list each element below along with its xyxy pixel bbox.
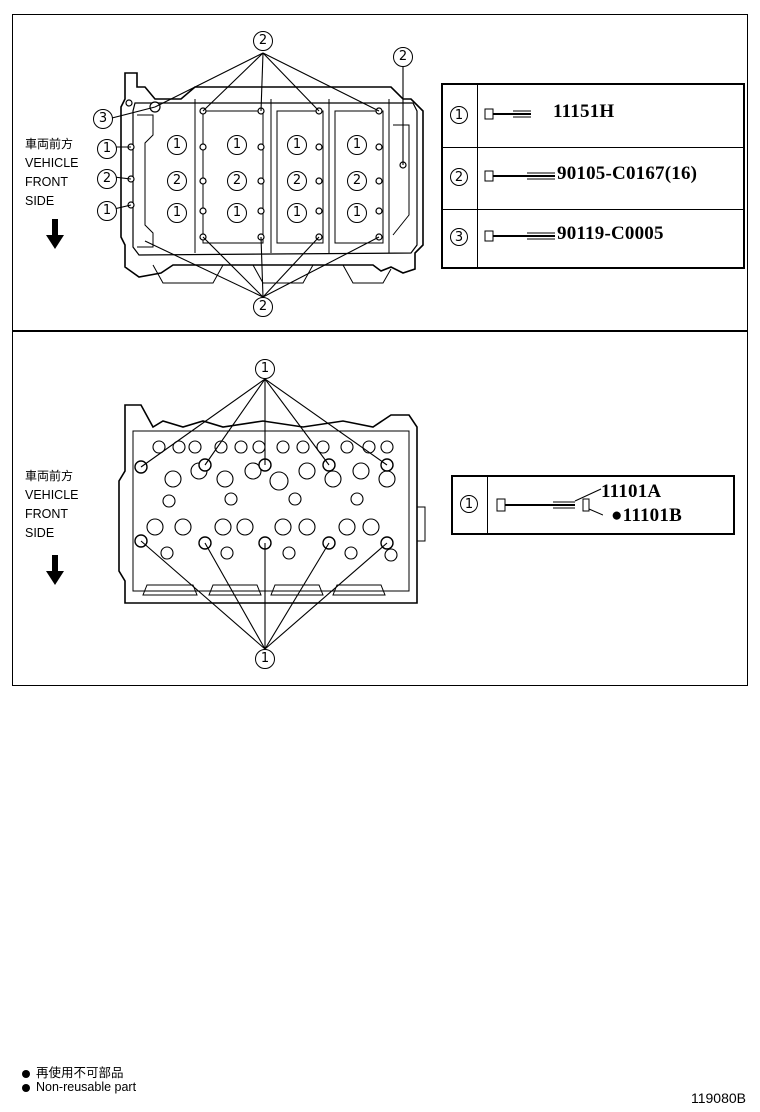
parts-row[interactable]: 1 11151H bbox=[443, 85, 743, 148]
callout-1: 1 bbox=[287, 135, 307, 155]
vehicle-front-side-label: 車両前方 VEHICLE FRONT SIDE bbox=[25, 135, 79, 211]
part-number[interactable]: 11101A bbox=[601, 481, 662, 502]
parts-row[interactable]: 2 90105-C0167(16) bbox=[443, 147, 743, 210]
callout-1-top: 1 bbox=[255, 359, 275, 379]
bolt-icon bbox=[484, 230, 555, 242]
bullet-icon bbox=[22, 1083, 30, 1092]
callout-1: 1 bbox=[347, 135, 367, 155]
callout-2-top: 2 bbox=[253, 31, 273, 51]
bolt-icon bbox=[484, 108, 531, 120]
vehicle-front-side-label: 車両前方 VEHICLE FRONT SIDE bbox=[25, 467, 79, 543]
part-number[interactable]: 90119-C0005 bbox=[557, 223, 664, 244]
bolt-icon bbox=[484, 170, 555, 182]
cylinder-head-drawing bbox=[46, 378, 426, 650]
callout-1: 1 bbox=[167, 135, 187, 155]
front-side-jp-text: 車両前方 bbox=[25, 469, 74, 483]
cylinder-head-cover-drawing bbox=[46, 52, 424, 298]
callout-2-right: 2 bbox=[393, 47, 413, 67]
callout-1-bottom: 1 bbox=[255, 649, 275, 669]
front-side-jp-text: 車両前方 bbox=[25, 137, 74, 151]
callout-1: 1 bbox=[287, 203, 307, 223]
front-side-line1: VEHICLE bbox=[25, 488, 79, 502]
part-index: 1 bbox=[460, 495, 478, 513]
parts-row[interactable]: 3 90119-C0005 bbox=[443, 209, 743, 267]
callout-1: 1 bbox=[347, 203, 367, 223]
callout-1: 1 bbox=[167, 203, 187, 223]
part-number[interactable]: 11151H bbox=[553, 101, 615, 122]
part-index: 1 bbox=[450, 106, 468, 124]
front-side-line3: SIDE bbox=[25, 194, 55, 208]
bottom-diagram-panel: 車両前方 VEHICLE FRONT SIDE bbox=[12, 330, 748, 686]
top-diagram-panel: 車両前方 VEHICLE FRONT SIDE bbox=[12, 14, 748, 332]
part-index: 3 bbox=[450, 228, 468, 246]
front-side-line2: FRONT bbox=[25, 507, 69, 521]
callout-2-bottom: 2 bbox=[253, 297, 273, 317]
bullet-icon bbox=[22, 1069, 30, 1078]
callout-2: 2 bbox=[167, 171, 187, 191]
callout-2-left: 2 bbox=[97, 169, 117, 189]
bottom-parts-table: 1 11101A ●11101B bbox=[451, 475, 735, 535]
callout-2: 2 bbox=[287, 171, 307, 191]
non-reusable-legend-en: Non-reusable part bbox=[22, 1080, 136, 1094]
callout-3-left: 3 bbox=[93, 109, 113, 129]
figure-number: 119080B bbox=[690, 1090, 746, 1106]
front-side-line3: SIDE bbox=[25, 526, 55, 540]
part-index: 2 bbox=[450, 168, 468, 186]
front-side-line2: FRONT bbox=[25, 175, 69, 189]
part-number-nonreusable[interactable]: ●11101B bbox=[611, 505, 682, 526]
non-reusable-en-text: Non-reusable part bbox=[36, 1080, 137, 1094]
head-bolt-washer-icon bbox=[496, 488, 603, 516]
part-number[interactable]: 90105-C0167(16) bbox=[557, 163, 698, 184]
callout-2: 2 bbox=[227, 171, 247, 191]
callout-1-left-b: 1 bbox=[97, 201, 117, 221]
callout-1: 1 bbox=[227, 135, 247, 155]
front-direction-arrow bbox=[46, 555, 64, 585]
callout-1-left-a: 1 bbox=[97, 139, 117, 159]
top-parts-table: 1 11151H 2 90105-C0167(16) 3 90119-C0005 bbox=[441, 83, 745, 269]
parts-row[interactable]: 1 11101A ●11101B bbox=[453, 477, 733, 533]
non-reusable-jp-text: 再使用不可部品 bbox=[36, 1066, 124, 1080]
front-side-line1: VEHICLE bbox=[25, 156, 79, 170]
callout-2: 2 bbox=[347, 171, 367, 191]
front-direction-arrow bbox=[46, 219, 64, 249]
callout-1: 1 bbox=[227, 203, 247, 223]
non-reusable-legend-jp: 再使用不可部品 bbox=[22, 1062, 124, 1081]
